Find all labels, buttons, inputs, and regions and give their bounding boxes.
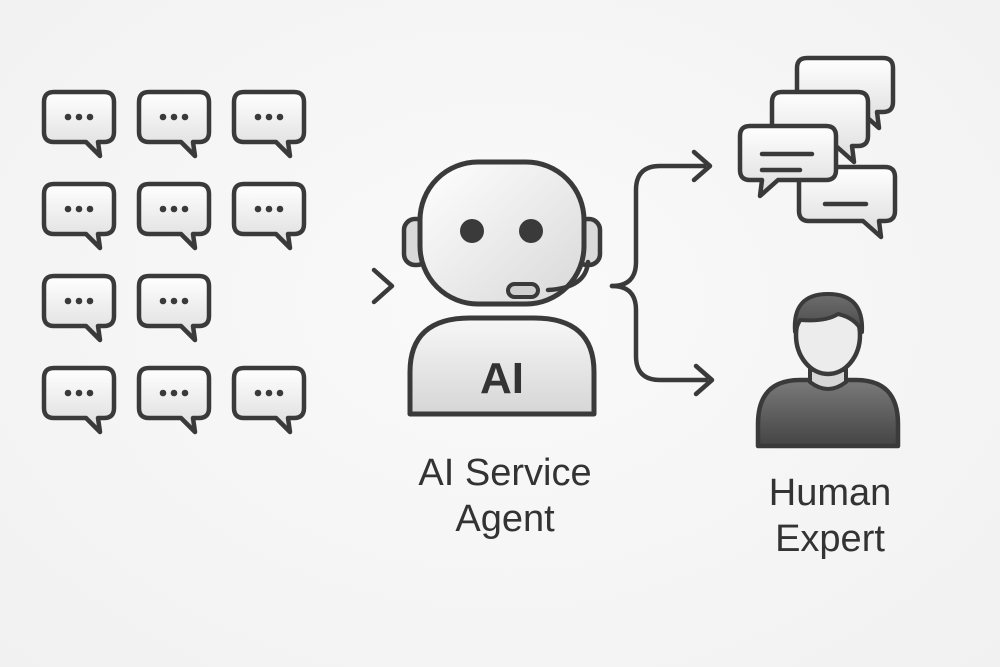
message-bubble-icon [44, 184, 114, 248]
message-bubble-icon [139, 368, 209, 432]
ai-agent-robot-icon: AI [401, 159, 603, 417]
message-bubble-icon [44, 276, 114, 340]
chat-bubbles-stack-icon [740, 58, 895, 237]
human-expert-person-icon [755, 292, 901, 449]
message-bubble-icon [139, 184, 209, 248]
message-bubble-icon [234, 368, 304, 432]
ai-agent-label-line-2: Agent [455, 498, 555, 540]
chat-bubble-icon [799, 167, 895, 237]
message-bubble-icon [234, 184, 304, 248]
message-bubble-icon [139, 92, 209, 156]
incoming-messages-grid [44, 92, 304, 432]
message-bubble-icon [44, 368, 114, 432]
ai-agent-label-line-1: AI Service [418, 452, 592, 494]
ai-agent-label: AI Service Agent [370, 450, 640, 542]
input-arrow-icon [235, 267, 395, 305]
message-bubble-icon [234, 92, 304, 156]
message-bubble-icon [139, 276, 209, 340]
message-bubble-icon [44, 92, 114, 156]
human-expert-label-line-1: Human [768, 472, 892, 514]
human-expert-label-line-2: Expert [775, 518, 885, 560]
human-expert-label: Human Expert [700, 470, 960, 562]
branch-arrows-icon [609, 149, 715, 397]
chat-bubble-icon [740, 126, 836, 196]
ai-badge-text: AI [480, 354, 524, 403]
